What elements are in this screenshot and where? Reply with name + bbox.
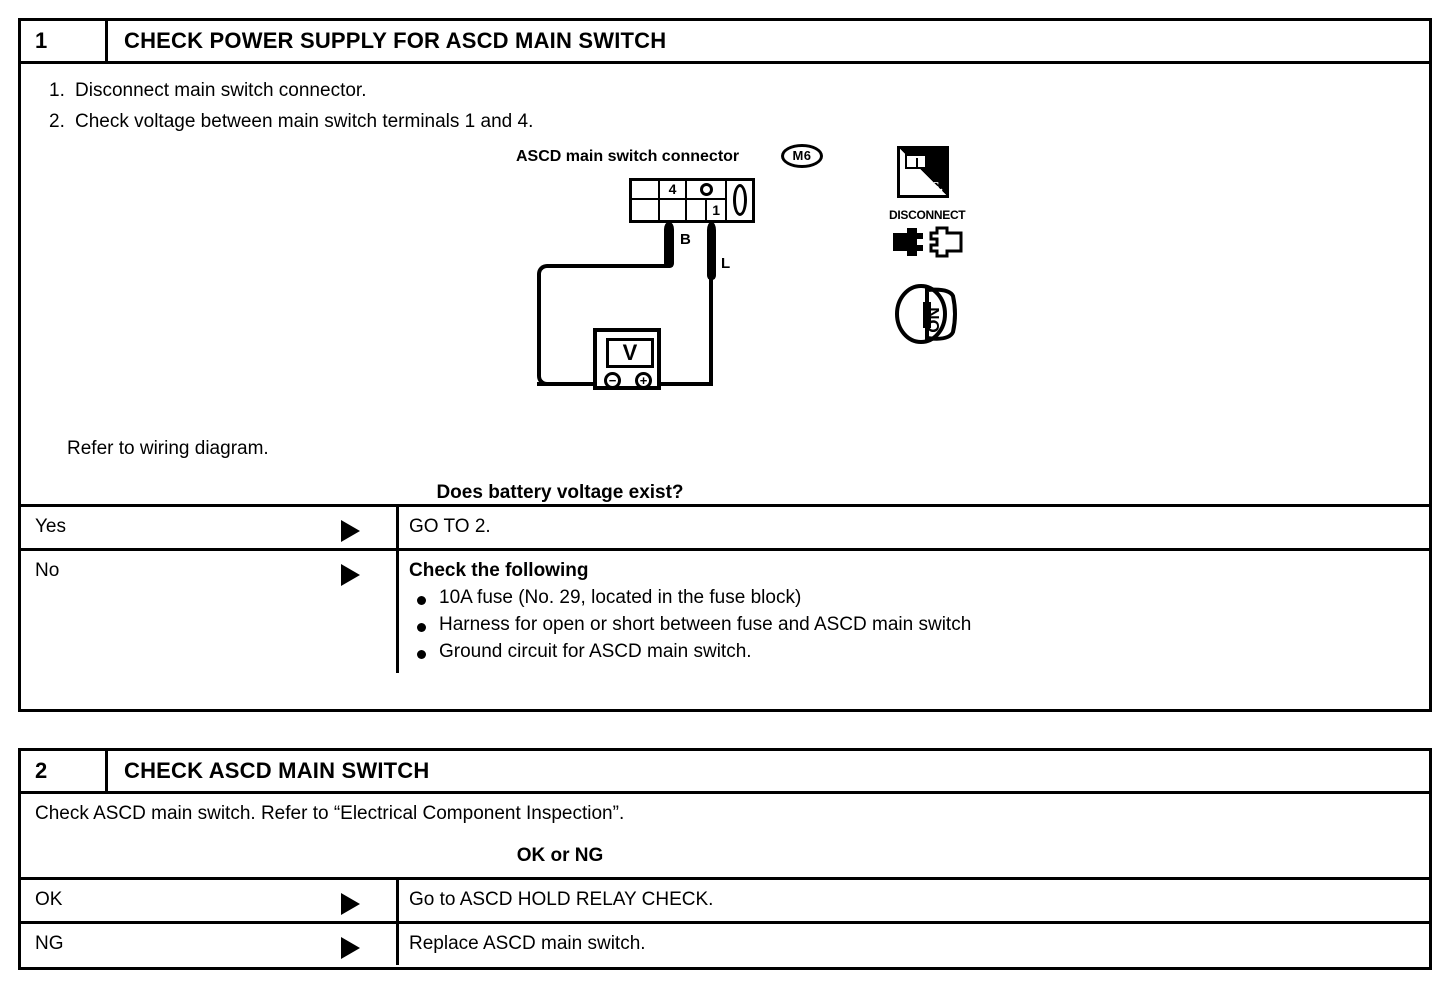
step-number: 2 (21, 751, 108, 791)
instruction-item: 1. Disconnect main switch connector. (49, 76, 1429, 107)
connector-cell-row: 1 (687, 200, 725, 220)
step-body-text: Check ASCD main switch. Refer to “Electr… (35, 803, 625, 824)
step-title: CHECK ASCD MAIN SWITCH (124, 758, 430, 783)
connector-column: 4 (660, 180, 687, 220)
wire-black-lead-to-minus (537, 381, 603, 386)
diagnostic-step-table-2: 2 CHECK ASCD MAIN SWITCH Check ASCD main… (18, 748, 1432, 970)
disconnect-label: DISCONNECT (889, 207, 966, 222)
voltmeter-negative-terminal: − (604, 371, 621, 389)
answer-result-text: GO TO 2. (409, 515, 491, 537)
answer-row-ng: NG Replace ASCD main switch. (21, 921, 1429, 965)
wire-blue-path (709, 277, 713, 386)
connector-hole (687, 181, 726, 201)
refer-note: Refer to wiring diagram. (67, 437, 269, 459)
arrow-right-icon (341, 937, 360, 959)
disconnect-svg (893, 226, 963, 258)
connector-cell-empty (687, 200, 708, 220)
measurement-figure: ASCD main switch connector M6 4 (21, 138, 1429, 438)
answer-result-title: Check the following (409, 559, 589, 581)
instruction-list: 1. Disconnect main switch connector. 2. Ch… (21, 74, 1429, 138)
answer-result-text: Go to ASCD HOLD RELAY CHECK. (409, 889, 714, 910)
wire-label-b: B (680, 230, 691, 248)
answer-label-text: No (35, 559, 60, 581)
ts-label: T.S. (919, 179, 943, 195)
answer-label-text: Yes (35, 515, 66, 537)
connector-terminal-1: 1 (712, 201, 721, 218)
connector-hole-icon (699, 182, 713, 196)
connector-cell-empty (632, 181, 658, 201)
answer-row-no: No Check the following 10A fuse (No. 29,… (21, 547, 1429, 673)
arrow-right-icon (341, 519, 360, 542)
instruction-number: 1. (49, 80, 65, 101)
arrow-right-icon (341, 893, 360, 915)
answer-label-text: OK (35, 889, 63, 910)
instruction-text: Disconnect main switch connector. (75, 80, 367, 101)
diagnostic-step-table-1: 1 CHECK POWER SUPPLY FOR ASCD MAIN SWITC… (18, 18, 1432, 712)
step-title: CHECK POWER SUPPLY FOR ASCD MAIN SWITCH (124, 28, 667, 53)
step-header-row: 2 CHECK ASCD MAIN SWITCH (21, 751, 1429, 791)
answer-label: NG (21, 924, 399, 965)
answer-result-text: Replace ASCD main switch. (409, 933, 646, 954)
connector-terminal-4: 4 (660, 181, 685, 201)
wire-label-l: L (721, 254, 731, 272)
ignition-on-svg: ON (895, 283, 957, 344)
check-list: 10A fuse (No. 29, located in the fuse bl… (409, 587, 1429, 663)
connector-slot-icon (732, 184, 747, 217)
connector-caption: ASCD main switch connector M6 (516, 143, 823, 168)
instruction-text: Check voltage between main switch termin… (75, 110, 534, 132)
step-question: OK or NG (516, 845, 604, 866)
step-header-row: 1 CHECK POWER SUPPLY FOR ASCD MAIN SWITC… (21, 21, 1429, 61)
connector-cell-empty (660, 200, 685, 220)
connector-tool-glyph-icon (905, 151, 927, 169)
connector-id-badge: M6 (781, 143, 823, 168)
answer-label: No (21, 550, 399, 673)
wire-blue-lead-to-plus (637, 381, 713, 386)
connector-column: 1 (687, 180, 728, 220)
answer-row-yes: Yes GO TO 2. (21, 503, 1429, 548)
connector-column (632, 180, 660, 220)
connector-lock-slot (727, 181, 752, 220)
connector-housing: 4 1 (629, 177, 755, 223)
answer-result: Check the following 10A fuse (No. 29, lo… (399, 551, 1429, 673)
ignition-on-text: ON (924, 307, 943, 333)
answer-result: GO TO 2. (399, 507, 1429, 548)
answer-label-text: NG (35, 933, 64, 954)
answer-row-ok: OK Go to ASCD HOLD RELAY CHECK. (21, 877, 1429, 921)
answer-result: Go to ASCD HOLD RELAY CHECK. (399, 880, 1429, 921)
step-body-row: 1. Disconnect main switch connector. 2. Ch… (21, 61, 1429, 504)
test-probe-blue (707, 221, 716, 280)
voltmeter: V − + (593, 327, 661, 390)
tool-standard-icon: T.S. (897, 145, 949, 198)
test-probe-black (664, 221, 674, 268)
step-number: 1 (21, 21, 108, 61)
instruction-number: 2. (49, 110, 65, 132)
check-list-item: 10A fuse (No. 29, located in the fuse bl… (409, 587, 1429, 609)
answer-label: OK (21, 880, 399, 921)
voltmeter-display: V (606, 337, 654, 368)
instruction-item: 2. Check voltage between main switch term… (49, 107, 1429, 138)
ignition-switch-on-icon: ON (893, 278, 965, 350)
arrow-right-icon (341, 563, 360, 586)
step-body-row: Check ASCD main switch. Refer to “Electr… (21, 791, 1429, 877)
answer-result: Replace ASCD main switch. (399, 924, 1429, 965)
disconnect-icon (891, 224, 963, 260)
step-question: Does battery voltage exist? (436, 481, 684, 503)
check-list-item: Harness for open or short between fuse a… (409, 614, 1429, 636)
voltmeter-positive-terminal: + (635, 371, 652, 389)
connector-cell-empty (632, 200, 658, 220)
answer-label: Yes (21, 506, 399, 548)
check-list-item: Ground circuit for ASCD main switch. (409, 641, 1429, 663)
connector-caption-text: ASCD main switch connector (516, 147, 740, 165)
